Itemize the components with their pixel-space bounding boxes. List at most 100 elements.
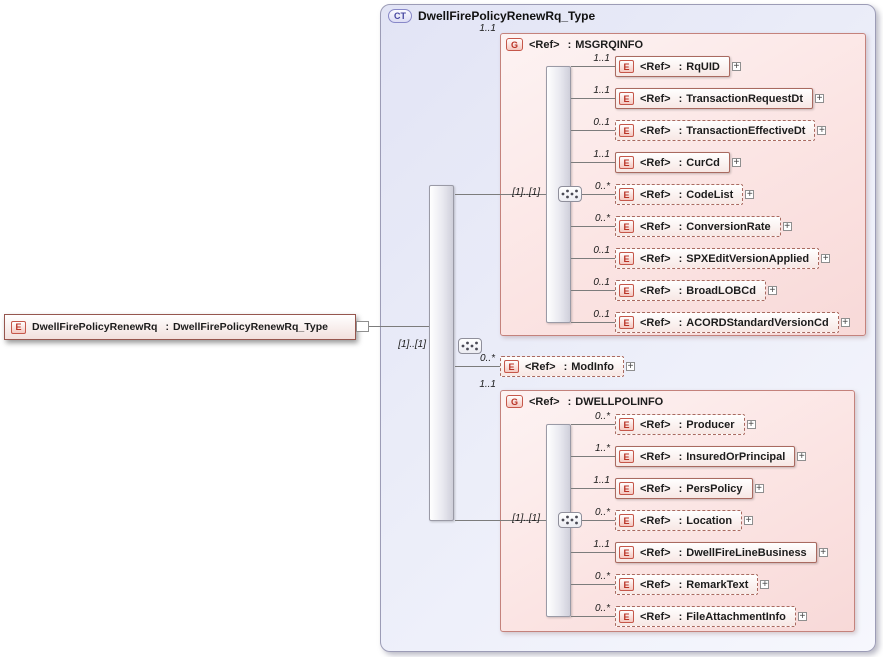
element-icon: E: [619, 578, 634, 591]
element-row: 0..1 E <Ref> : BroadLOBCd +: [593, 277, 777, 301]
element-ref-label: <Ref>: [525, 360, 556, 373]
element-curcd[interactable]: E <Ref> : CurCd: [615, 152, 730, 173]
sequence-compositor-icon[interactable]: [558, 186, 582, 202]
element-row: 0..* E <Ref> : RemarkText +: [595, 571, 770, 595]
link-handle[interactable]: [356, 321, 369, 332]
expand-icon[interactable]: +: [815, 93, 824, 104]
group-name: DWELLPOLINFO: [575, 395, 664, 408]
element-name: RemarkText: [686, 578, 749, 591]
cardinality-label: 0..*: [594, 571, 610, 582]
element-ref-label: <Ref>: [640, 418, 671, 431]
expand-icon[interactable]: +: [797, 611, 807, 622]
element-icon: E: [619, 546, 634, 559]
element-icon: E: [619, 610, 634, 623]
complex-type-header: CT DwellFirePolicyRenewRq_Type: [388, 9, 595, 23]
element-icon: E: [619, 220, 634, 233]
connector-line: [571, 584, 615, 585]
cardinality-label: 0..*: [479, 353, 495, 364]
connector-line: [571, 130, 615, 131]
element-spxeditversionapplied[interactable]: E <Ref> : SPXEditVersionApplied: [615, 248, 820, 269]
element-perspolicy[interactable]: E <Ref> : PersPolicy: [615, 478, 753, 499]
connector-line: [571, 456, 615, 457]
sequence-dots-icon: [461, 341, 478, 351]
expand-icon[interactable]: +: [626, 361, 636, 372]
element-ref-label: <Ref>: [640, 610, 671, 623]
cardinality-label: 0..*: [594, 181, 610, 192]
element-icon: E: [619, 316, 634, 329]
connector-line: [571, 66, 615, 67]
expand-icon[interactable]: +: [731, 61, 741, 72]
element-transactionrequestdt[interactable]: E <Ref> : TransactionRequestDt: [615, 88, 813, 109]
group-dwellpolinfo-header[interactable]: G <Ref> : DWELLPOLINFO: [506, 394, 663, 409]
cardinality-label: 1..1: [479, 379, 496, 390]
colon: :: [678, 60, 683, 73]
element-transactioneffectivedt[interactable]: E <Ref> : TransactionEffectiveDt: [615, 120, 816, 141]
expand-icon[interactable]: +: [731, 157, 741, 168]
colon: :: [567, 395, 572, 408]
cardinality-label: 0..*: [594, 213, 610, 224]
element-row: 1..1 E <Ref> : DwellFireLineBusiness +: [593, 539, 828, 563]
element-insuredorprincipal[interactable]: E <Ref> : InsuredOrPrincipal: [615, 446, 796, 467]
complex-type-title: DwellFirePolicyRenewRq_Type: [418, 9, 596, 23]
expand-icon[interactable]: +: [746, 419, 756, 430]
element-dwellfirelinebusiness[interactable]: E <Ref> : DwellFireLineBusiness: [615, 542, 817, 563]
cardinality-label: 1..1: [593, 149, 610, 160]
element-producer[interactable]: E <Ref> : Producer: [615, 414, 745, 435]
expand-icon[interactable]: +: [817, 125, 827, 136]
expand-icon[interactable]: +: [840, 317, 850, 328]
cardinality-label: 1..1: [593, 475, 610, 486]
element-ref-label: <Ref>: [640, 92, 671, 105]
sequence-cardinality-label: [1]..[1]: [512, 187, 540, 198]
cardinality-label: 1..1: [479, 23, 496, 34]
element-fileattachmentinfo[interactable]: E <Ref> : FileAttachmentInfo: [615, 606, 796, 627]
expand-icon[interactable]: +: [744, 515, 754, 526]
colon: :: [678, 124, 683, 137]
expand-icon[interactable]: +: [760, 579, 770, 590]
element-broadlobcd[interactable]: E <Ref> : BroadLOBCd: [615, 280, 766, 301]
connector-line: [571, 520, 615, 521]
element-ref-label: <Ref>: [640, 252, 671, 265]
element-ref-label: <Ref>: [640, 546, 671, 559]
connector-line: [571, 424, 615, 425]
colon: :: [678, 578, 683, 591]
expand-icon[interactable]: +: [754, 483, 764, 494]
expand-icon[interactable]: +: [821, 253, 831, 264]
connector-line: [571, 616, 615, 617]
element-rquid[interactable]: E <Ref> : RqUID: [615, 56, 730, 77]
sequence-dots-icon: [561, 189, 578, 199]
colon: :: [165, 321, 169, 333]
element-location[interactable]: E <Ref> : Location: [615, 510, 743, 531]
cardinality-label: 0..1: [593, 277, 610, 288]
element-name: InsuredOrPrincipal: [686, 450, 786, 463]
cardinality-label: 1..1: [593, 85, 610, 96]
sequence-compositor-icon[interactable]: [458, 338, 482, 354]
colon: :: [678, 156, 683, 169]
element-ref-label: <Ref>: [640, 220, 671, 233]
expand-icon[interactable]: +: [797, 451, 807, 462]
element-ref-label: <Ref>: [640, 450, 671, 463]
colon: :: [678, 450, 683, 463]
group-msgrqinfo-header[interactable]: G <Ref> : MSGRQINFO: [506, 37, 643, 52]
cardinality-label: 0..1: [593, 309, 610, 320]
element-dwellfirepolicyrenewrq[interactable]: E DwellFirePolicyRenewRq : DwellFirePoli…: [4, 314, 356, 340]
expand-icon[interactable]: +: [818, 547, 828, 558]
element-icon: E: [619, 284, 634, 297]
expand-icon[interactable]: +: [782, 221, 792, 232]
expand-icon[interactable]: +: [767, 285, 777, 296]
element-codelist[interactable]: E <Ref> : CodeList: [615, 184, 744, 205]
sequence-compositor-icon[interactable]: [558, 512, 582, 528]
element-row: 0..* E <Ref> : Location +: [595, 507, 754, 531]
colon: :: [678, 482, 683, 495]
element-row: 1..* E <Ref> : InsuredOrPrincipal +: [595, 443, 807, 467]
element-modinfo[interactable]: E <Ref> : ModInfo: [500, 356, 625, 377]
element-row: 0..* E <Ref> : ConversionRate +: [595, 213, 792, 237]
element-conversionrate[interactable]: E <Ref> : ConversionRate: [615, 216, 781, 237]
expand-icon[interactable]: +: [745, 189, 755, 200]
cardinality-label: 0..*: [594, 411, 610, 422]
element-row: 0..1 E <Ref> : ACORDStandardVersionCd +: [593, 309, 850, 333]
element-remarktext[interactable]: E <Ref> : RemarkText: [615, 574, 759, 595]
group-name: MSGRQINFO: [575, 38, 644, 51]
element-name: Producer: [686, 418, 735, 431]
element-name: FileAttachmentInfo: [686, 610, 786, 623]
element-acordstandardversioncd[interactable]: E <Ref> : ACORDStandardVersionCd: [615, 312, 839, 333]
